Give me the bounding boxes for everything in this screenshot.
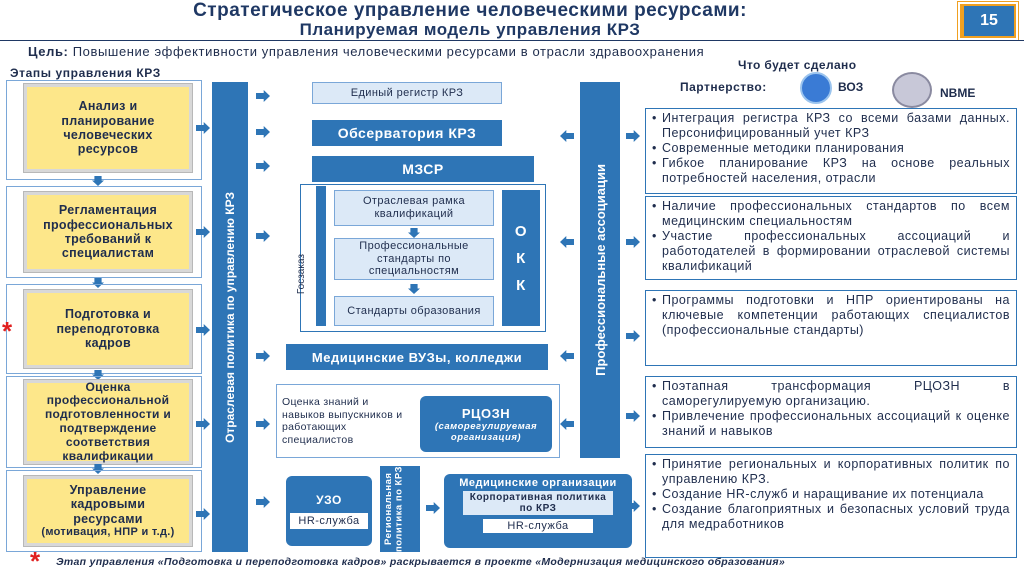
done-group-4: Поэтапная трансформация РЦОЗН в саморегу… (645, 376, 1017, 448)
right-arrow-icon (196, 226, 210, 238)
stage-5-label: Управление кадровыми ресурсами (69, 483, 147, 526)
right-arrow-icon (256, 126, 270, 138)
down-arrow-icon (92, 370, 104, 380)
policy-bar: Отраслевая политика по управлению КРЗ (212, 82, 248, 552)
gov-order-arrow (316, 186, 326, 326)
done-item: Создание благоприятных и безопасных усло… (652, 502, 1010, 532)
done-heading: Что будет сделано (738, 58, 857, 72)
edu-standards-box: Стандарты образования (334, 296, 494, 326)
page-subtitle: Планируемая модель управления КРЗ (299, 20, 641, 39)
right-arrow-icon (256, 90, 270, 102)
med-orgs-label: Медицинские организации (459, 477, 617, 489)
right-arrow-icon (196, 324, 210, 336)
done-item: Интеграция регистра КРЗ со всеми базами … (652, 111, 1010, 141)
regional-policy-box: Региональная политика по КРЗ (380, 466, 420, 552)
stage-4: Оценка профессиональной подготовленности… (24, 380, 192, 464)
done-item: Современные методики планирования (652, 141, 1010, 156)
done-item: Создание HR-служб и наращивание их потен… (652, 487, 1010, 502)
done-item: Привлечение профессиональных ассоциаций … (652, 409, 1010, 439)
done-group-5: Принятие региональных и корпоративных по… (645, 454, 1017, 558)
goal-label: Цель: (28, 44, 69, 59)
goal-line: Цель: Повышение эффективности управления… (28, 44, 704, 59)
med-orgs-box: Медицинские организации Корпоративная по… (444, 474, 632, 548)
stage-5: Управление кадровыми ресурсами (мотиваци… (24, 476, 192, 546)
right-arrow-icon (256, 160, 270, 172)
assessment-text: Оценка знаний и навыков выпускников и ра… (282, 396, 403, 446)
framework-box: Отраслевая рамка квалификаций (334, 190, 494, 226)
footnote-star: * (30, 546, 41, 576)
partnership-label: Партнерство: (680, 80, 767, 94)
rcozn-label: РЦОЗН (461, 405, 511, 421)
gov-order-label: Госзаказ (296, 254, 307, 295)
partner-voz: ВОЗ (838, 80, 864, 94)
register-box: Единый регистр КРЗ (312, 82, 502, 104)
universities-box: Медицинские ВУЗы, колледжи (286, 344, 548, 370)
down-arrow-icon (92, 464, 104, 474)
done-item: Гибкое планирование КРЗ на основе реальн… (652, 156, 1010, 186)
stage-star-marker: * (2, 316, 13, 346)
down-arrow-icon (408, 228, 420, 238)
right-arrow-icon (256, 350, 270, 362)
footnote-text: Этап управления «Подготовка и переподгот… (56, 556, 785, 568)
stage-1: Анализ и планирование человеческих ресур… (24, 84, 192, 172)
uzo-box: УЗО HR-служба (286, 476, 372, 546)
prof-assoc-bar: Профессиональные ассоциации (580, 82, 620, 458)
corp-policy-box: Корпоративная политика по КРЗ (463, 491, 613, 515)
done-item: Программы подготовки и НПР ориентированы… (652, 293, 1010, 338)
down-arrow-icon (92, 278, 104, 288)
nbme-logo-icon (892, 72, 932, 108)
stage-2: Регламентация профессиональных требовани… (24, 192, 192, 272)
right-arrow-icon (256, 418, 270, 430)
policy-bar-label: Отраслевая политика по управлению КРЗ (223, 191, 237, 443)
prof-assoc-label: Профессиональные ассоциации (592, 164, 608, 376)
done-item: Принятие региональных и корпоративных по… (652, 457, 1010, 487)
regional-policy-label: Региональная политика по КРЗ (383, 466, 405, 552)
done-item: Наличие профессиональных стандартов по в… (652, 199, 1010, 229)
right-arrow-icon (626, 236, 640, 248)
right-arrow-icon (626, 410, 640, 422)
right-arrow-icon (426, 502, 440, 514)
stage-3: Подготовка и переподготовка кадров (24, 290, 192, 368)
done-group-2: Наличие профессиональных стандартов по в… (645, 196, 1017, 280)
right-arrow-icon (196, 122, 210, 134)
goal-text: Повышение эффективности управления челов… (72, 44, 705, 59)
down-arrow-icon (408, 284, 420, 294)
right-arrow-icon (626, 330, 640, 342)
uzo-label: УЗО (316, 493, 342, 507)
right-arrow-icon (256, 230, 270, 242)
left-arrow-icon (560, 236, 574, 248)
okk-box: О К К (502, 190, 540, 326)
stage-5-sub: (мотивация, НПР и т.д.) (41, 526, 175, 539)
left-arrow-icon (560, 350, 574, 362)
done-item: Участие профессиональных ассоциаций и ра… (652, 229, 1010, 274)
who-logo-icon (800, 72, 832, 104)
stages-heading: Этапы управления КРЗ (10, 66, 161, 80)
observatory-box: Обсерватория КРЗ (312, 120, 502, 146)
right-arrow-icon (256, 496, 270, 508)
done-item: Поэтапная трансформация РЦОЗН в саморегу… (652, 379, 1010, 409)
left-arrow-icon (560, 130, 574, 142)
done-group-3: Программы подготовки и НПР ориентированы… (645, 290, 1017, 366)
done-group-1: Интеграция регистра КРЗ со всеми базами … (645, 108, 1017, 194)
page-title: Стратегическое управление человеческими … (193, 0, 747, 21)
uzo-hr-service: HR-служба (290, 513, 368, 529)
slide-number: 15 (964, 6, 1014, 36)
med-orgs-hr-service: HR-служба (483, 519, 593, 533)
header-divider (0, 40, 1024, 41)
rcozn-sub: (саморегулируемая организация) (434, 420, 538, 443)
ministry-box: МЗСР (312, 156, 534, 182)
rcozn-box: РЦОЗН (саморегулируемая организация) (420, 396, 552, 452)
right-arrow-icon (196, 418, 210, 430)
right-arrow-icon (196, 508, 210, 520)
left-arrow-icon (560, 418, 574, 430)
partner-nbme: NBME (940, 86, 976, 100)
down-arrow-icon (92, 176, 104, 186)
right-arrow-icon (626, 130, 640, 142)
prof-standards-box: Профессиональные стандарты по специально… (334, 238, 494, 280)
